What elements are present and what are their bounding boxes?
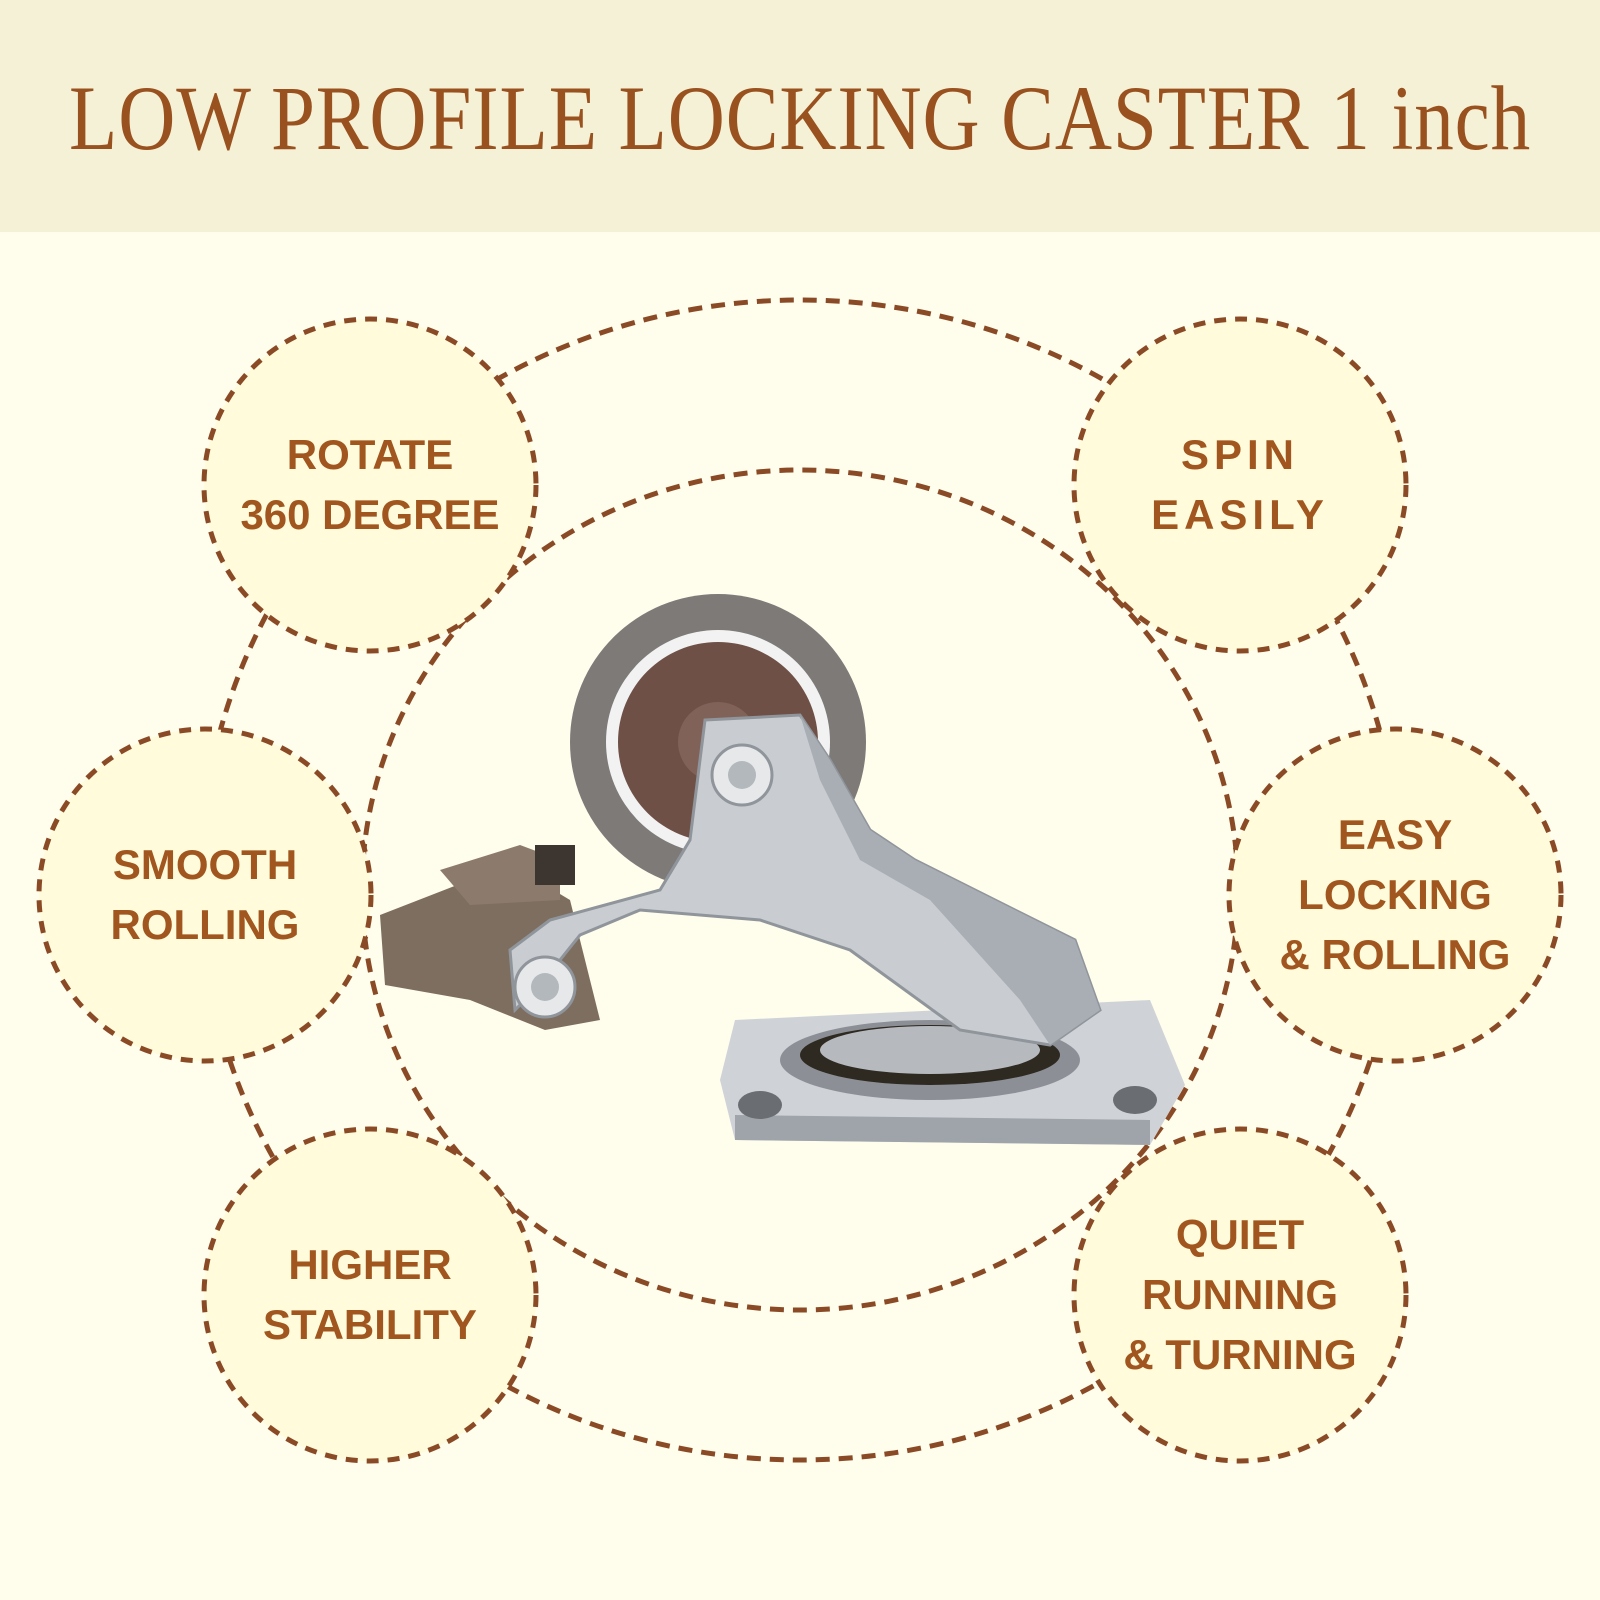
feature-easy-locking: EASY LOCKING & ROLLING (1229, 729, 1561, 1061)
feature-line: STABILITY (263, 1301, 477, 1348)
header-banner: LOW PROFILE LOCKING CASTER 1 inch (0, 0, 1600, 232)
feature-circle-3 (36, 726, 374, 1064)
feature-line: SMOOTH (112, 841, 298, 888)
feature-higher-stability: HIGHER STABILITY (204, 1129, 536, 1461)
feature-rotate-360: ROTATE 360 DEGREE (204, 319, 536, 651)
feature-line: 360 DEGREE (240, 491, 500, 538)
feature-line: EASILY (1151, 491, 1329, 538)
feature-line: LOCKING (1298, 871, 1492, 918)
feature-circle-6 (1071, 1126, 1409, 1464)
feature-line: ROTATE (286, 431, 454, 478)
feature-spin-easily: SPIN EASILY (1074, 319, 1406, 651)
feature-circle-5 (201, 1126, 539, 1464)
feature-quiet-running: QUIET RUNNING & TURNING (1074, 1129, 1406, 1461)
feature-line: & TURNING (1123, 1331, 1357, 1378)
feature-circle-2 (1071, 316, 1409, 654)
feature-line: HIGHER (288, 1241, 452, 1288)
feature-circle-1 (201, 316, 539, 654)
feature-smooth-rolling: SMOOTH ROLLING (39, 729, 371, 1061)
feature-line: EASY (1337, 811, 1453, 858)
swivel-caster-icon (380, 594, 1185, 1145)
page-title: LOW PROFILE LOCKING CASTER 1 inch (68, 67, 1532, 169)
feature-circle-4 (1226, 726, 1564, 1064)
feature-line: RUNNING (1142, 1271, 1338, 1318)
feature-line: ROLLING (110, 901, 300, 948)
feature-line: & ROLLING (1279, 931, 1511, 978)
feature-line: QUIET (1175, 1211, 1305, 1258)
feature-line: SPIN (1180, 431, 1300, 478)
